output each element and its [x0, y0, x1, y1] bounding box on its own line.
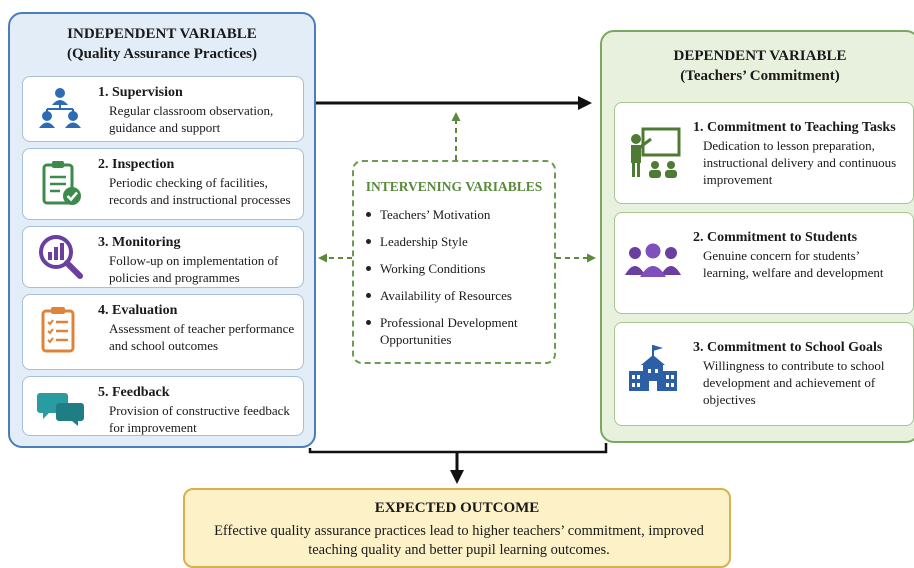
item-description: Willingness to contribute to school deve…	[703, 358, 885, 407]
item-description: Periodic checking of facilities, records…	[109, 175, 291, 207]
magnifier-chart-icon	[39, 235, 83, 279]
independent-subtitle: (Quality Assurance Practices)	[67, 46, 257, 62]
item-title: 3. Monitoring	[98, 235, 181, 250]
intervening-list: Teachers’ Motivation Leadership Style Wo…	[364, 206, 550, 358]
item-description: Genuine concern for students’ learning, …	[703, 248, 884, 280]
intervening-title: INTERVENING VARIABLES	[365, 179, 543, 194]
item-title: 5. Feedback	[98, 385, 170, 400]
item-description: Provision of constructive feedback for i…	[109, 403, 290, 435]
dv-item-students: 2. Commitment to Students Genuine concer…	[614, 212, 914, 314]
teacher-board-icon	[631, 127, 681, 178]
iv-item-feedback: 5. Feedback Provision of constructive fe…	[22, 376, 304, 436]
item-title: 2. Inspection	[98, 157, 175, 172]
iv-item-monitoring: 3. Monitoring Follow-up on implementatio…	[22, 226, 304, 288]
list-item: Leadership Style	[364, 233, 550, 250]
intervening-variables-box: INTERVENING VARIABLES Teachers’ Motivati…	[352, 160, 556, 364]
outcome-bracket	[308, 443, 608, 454]
list-item: Availability of Resources	[364, 287, 550, 304]
dv-item-teaching-tasks: 1. Commitment to Teaching Tasks Dedicati…	[614, 102, 914, 204]
item-description: Dedication to lesson preparation, instru…	[703, 138, 897, 187]
independent-title: INDEPENDENT VARIABLE	[67, 26, 257, 42]
dependent-subtitle: (Teachers’ Commitment)	[680, 68, 840, 84]
school-building-icon	[629, 345, 677, 391]
item-description: Regular classroom observation, guidance …	[109, 103, 274, 135]
item-title: 1. Commitment to Teaching Tasks	[693, 120, 896, 135]
dependent-title: DEPENDENT VARIABLE	[673, 48, 847, 64]
students-group-icon	[625, 243, 681, 277]
expected-outcome-box: EXPECTED OUTCOME Effective quality assur…	[183, 488, 731, 568]
outcome-title: EXPECTED OUTCOME	[374, 500, 540, 516]
clipboard-check-icon	[42, 161, 81, 205]
item-title: 2. Commitment to Students	[693, 230, 858, 245]
list-item: Professional Development Opportunities	[364, 314, 550, 348]
checklist-icon	[41, 307, 75, 353]
item-title: 3. Commitment to School Goals	[693, 340, 883, 355]
item-description: Follow-up on implementation of policies …	[109, 253, 279, 285]
dv-item-school-goals: 3. Commitment to School Goals Willingnes…	[614, 322, 914, 426]
list-item: Teachers’ Motivation	[364, 206, 550, 223]
item-title: 4. Evaluation	[98, 303, 178, 318]
item-description: Assessment of teacher performance and sc…	[109, 321, 295, 353]
people-hierarchy-icon	[39, 88, 81, 128]
iv-item-evaluation: 4. Evaluation Assessment of teacher perf…	[22, 294, 304, 370]
iv-item-supervision: 1. Supervision Regular classroom observa…	[22, 76, 304, 142]
outcome-text: Effective quality assurance practices le…	[214, 523, 704, 558]
iv-item-inspection: 2. Inspection Periodic checking of facil…	[22, 148, 304, 220]
item-title: 1. Supervision	[98, 85, 183, 100]
speech-bubbles-icon	[37, 393, 84, 426]
list-item: Working Conditions	[364, 260, 550, 277]
